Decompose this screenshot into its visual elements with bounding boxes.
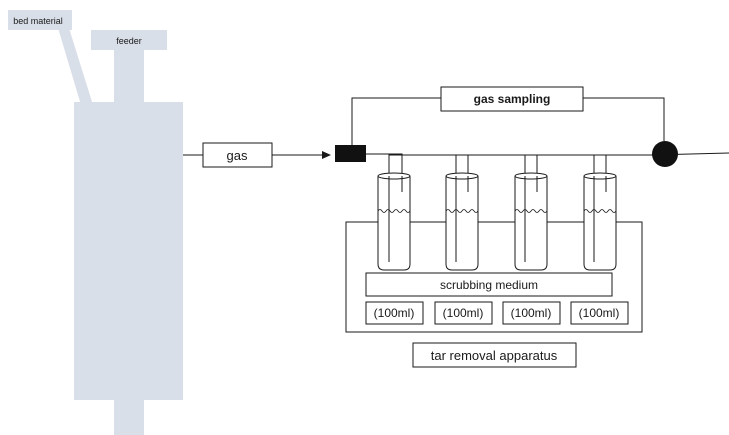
bed-material-label: bed material — [13, 16, 63, 26]
scrubbing-medium-box — [365, 272, 613, 297]
impinger-2 — [445, 172, 479, 271]
volume-box-3 — [502, 301, 561, 325]
volume-label-3: (100ml) — [511, 306, 552, 320]
pump-icon — [652, 141, 678, 167]
gas-box — [202, 142, 273, 168]
scrubbing-medium-label: scrubbing medium — [440, 278, 538, 292]
volume-label-4: (100ml) — [579, 306, 620, 320]
volume-box-4 — [570, 301, 629, 325]
gas-sampling-box — [440, 86, 584, 112]
pipe-2-to-3 — [455, 154, 538, 178]
flow-arrow-icon — [322, 151, 331, 159]
tar-removal-label: tar removal apparatus — [431, 348, 558, 363]
volume-box-2 — [434, 301, 493, 325]
inlet-filter-block — [335, 145, 366, 162]
sampling-line-right — [583, 97, 665, 141]
pipe-to-pump — [593, 154, 652, 178]
pipe-1-to-2 — [388, 154, 469, 178]
bed-material-box — [8, 10, 72, 30]
impinger-1 — [377, 172, 411, 271]
gasifier-reactor — [74, 102, 183, 400]
feeder-box — [91, 30, 167, 50]
pipe-3-to-4 — [524, 154, 607, 178]
gas-label: gas — [227, 148, 248, 163]
impinger-4 — [583, 172, 617, 271]
volume-label-2: (100ml) — [443, 306, 484, 320]
bed-material-chute — [58, 28, 93, 105]
volume-box-1 — [365, 301, 424, 325]
gas-sampling-label: gas sampling — [474, 92, 551, 106]
volume-label-1: (100ml) — [374, 306, 415, 320]
feeder-pipe — [114, 50, 144, 102]
feeder-label: feeder — [116, 36, 142, 46]
pipe-to-impinger-1 — [366, 153, 403, 178]
sampling-line-left — [351, 97, 441, 145]
reactor-bottom-outlet — [114, 398, 144, 435]
impinger-3 — [514, 172, 548, 271]
tar-removal-box — [412, 342, 577, 368]
